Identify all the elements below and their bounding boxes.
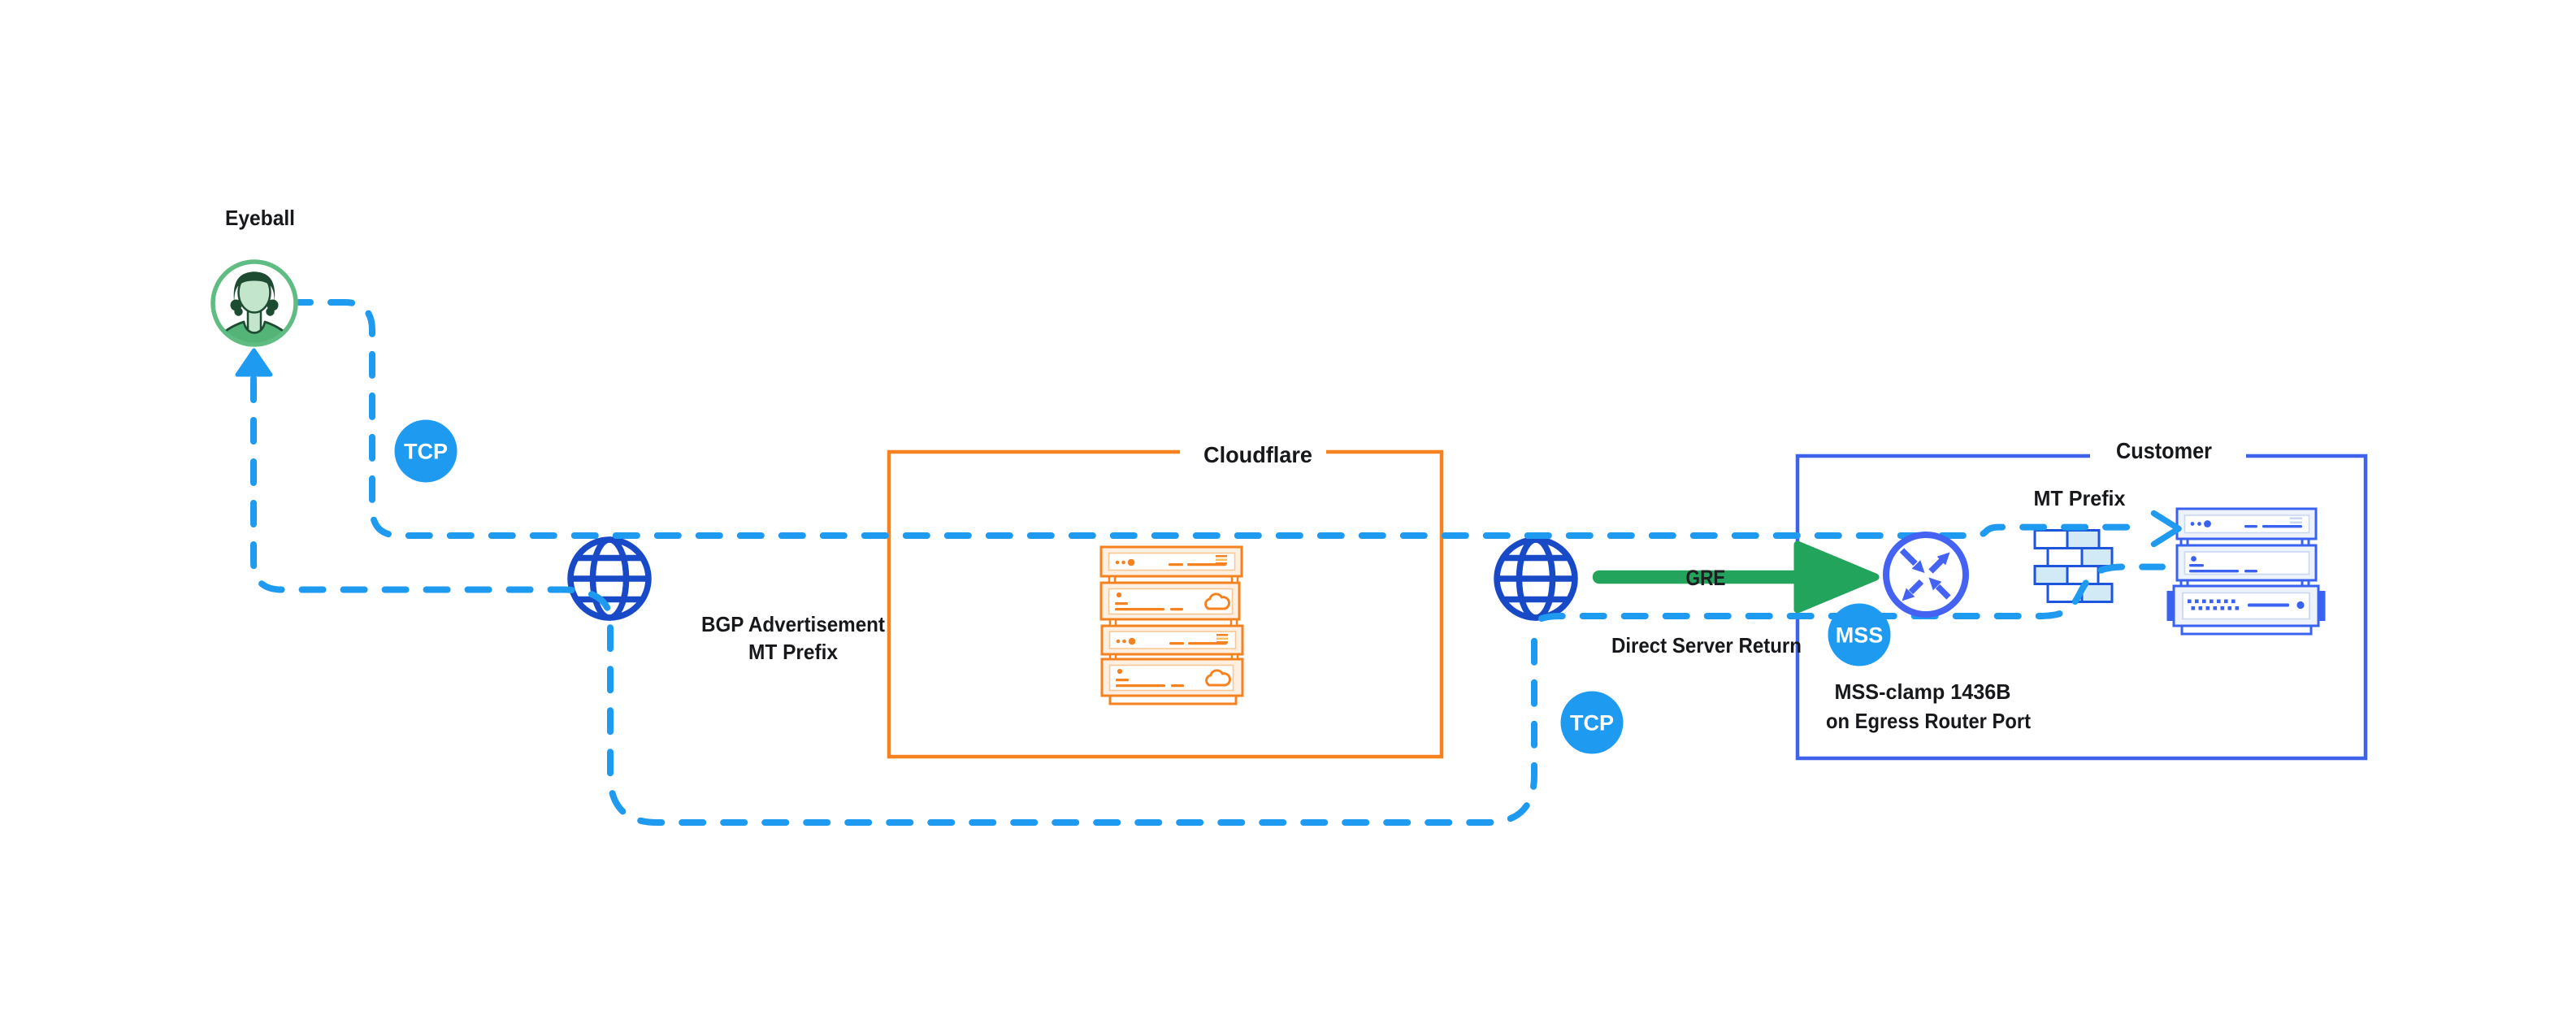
- svg-text:MT Prefix: MT Prefix: [2034, 486, 2127, 510]
- svg-text:Customer: Customer: [2116, 438, 2212, 463]
- svg-text:MT Prefix: MT Prefix: [748, 640, 839, 664]
- svg-text:MSS-clamp 1436B: MSS-clamp 1436B: [1835, 679, 2011, 704]
- svg-text:Cloudflare: Cloudflare: [1203, 442, 1312, 467]
- svg-text:Eyeball: Eyeball: [225, 206, 295, 230]
- svg-text:MSS: MSS: [1836, 623, 1884, 648]
- svg-text:BGP Advertisement: BGP Advertisement: [701, 612, 885, 636]
- svg-text:TCP: TCP: [404, 440, 448, 464]
- svg-text:GRE: GRE: [1686, 566, 1726, 590]
- svg-text:TCP: TCP: [1570, 711, 1614, 736]
- svg-text:Direct Server Return: Direct Server Return: [1611, 633, 1802, 658]
- svg-text:on Egress Router Port: on Egress Router Port: [1826, 709, 2031, 733]
